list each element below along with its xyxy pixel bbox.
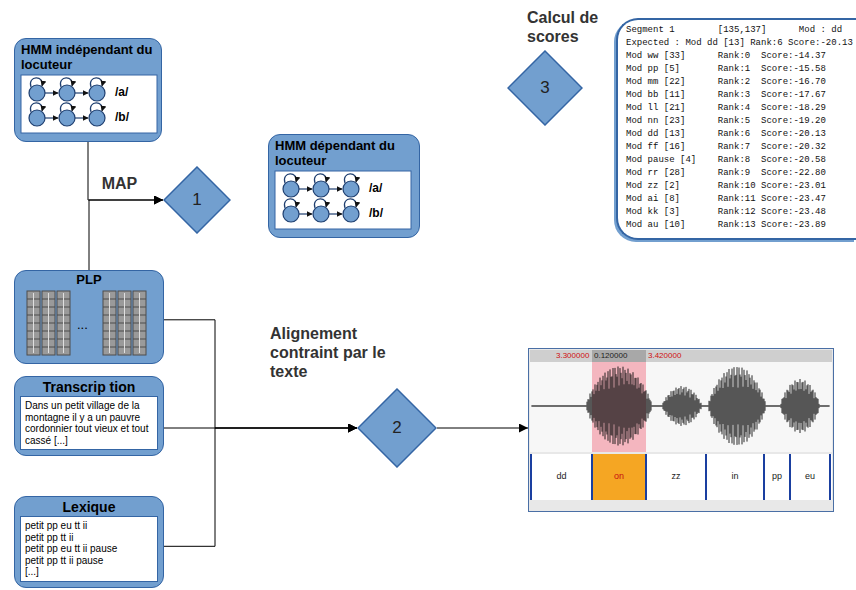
input-box: Lexiquepetit pp eu tt iipetit pp tt iipe… — [14, 496, 164, 588]
step-number: 1 — [192, 190, 201, 210]
model-box: HMM indépendant du locuteur/a/ /b/ — [14, 38, 162, 142]
step-diamond: Alignement contraint par le texte2 — [357, 388, 437, 468]
step-heading: Calcul de scores — [527, 8, 619, 46]
score-row: Mod mm [22] Rank:2 Score:-16.70 — [626, 76, 854, 89]
body-text: petit pp eu tt ii — [25, 520, 153, 532]
segment-label: on — [592, 471, 646, 482]
alignment-view: 3.300000 0.120000 3.420000 ddonzzinppeu — [528, 348, 834, 512]
body-text: Dans un petit village de la montagne il … — [25, 400, 153, 446]
score-row: Mod au [10] Rank:13 Score:-23.89 — [626, 219, 854, 232]
score-row: Mod dd [13] Rank:6 Score:-20.13 — [626, 128, 854, 141]
connector — [437, 428, 528, 429]
segment-label: pp — [764, 471, 790, 482]
time-label: 0.120000 — [594, 351, 627, 361]
body-text: petit pp tt ii pause — [25, 555, 153, 567]
score-row: Expected : Mod dd [13] Rank:6 Score:-20.… — [626, 37, 854, 50]
box-heading: Lexique — [20, 499, 158, 516]
phone-label: /a/ — [115, 85, 128, 99]
segment-label: zz — [646, 471, 706, 482]
model-box: HMM dépendant du locuteur/a/ /b/ — [268, 134, 420, 238]
box-heading: PLP — [15, 271, 163, 287]
segment-label: eu — [790, 471, 830, 482]
step-number: 2 — [392, 418, 401, 438]
score-row: Mod ai [8] Rank:11 Score:-23.47 — [626, 193, 854, 206]
phone-label: /b/ — [369, 206, 383, 220]
step-number: 3 — [540, 78, 549, 98]
score-row: Segment 1 [135,137] Mod : dd — [626, 24, 854, 37]
box-heading: HMM indépendant du locuteur — [15, 39, 161, 72]
box-heading: HMM dépendant du locuteur — [269, 135, 419, 168]
ellipsis-label: ... — [77, 317, 88, 332]
score-row: Mod rr [28] Rank:9 Score:-22.80 — [626, 167, 854, 180]
phone-label: /a/ — [369, 181, 382, 195]
body-text: [...] — [25, 566, 153, 578]
box-heading: Transcrip tion — [20, 379, 158, 396]
score-row: Mod ww [33] Rank:0 Score:-14.37 — [626, 50, 854, 63]
step-diamond: Calcul de scores3 — [507, 50, 583, 126]
waveform-view — [528, 348, 834, 512]
connector — [164, 428, 357, 546]
connector — [89, 200, 163, 270]
text-panel: petit pp eu tt iipetit pp tt iipetit pp … — [20, 516, 158, 582]
feature-box: PLP... — [14, 270, 164, 364]
score-row: Mod nn [23] Rank:5 Score:-19.20 — [626, 115, 854, 128]
time-label: 3.300000 — [556, 351, 589, 361]
connector — [88, 142, 163, 200]
segment-label: in — [706, 471, 764, 482]
text-panel: Dans un petit village de la montagne il … — [20, 396, 158, 450]
score-row: Mod bb [11] Rank:3 Score:-17.67 — [626, 89, 854, 102]
score-table: Segment 1 [135,137] Mod : ddExpected : M… — [616, 18, 856, 240]
edge-label: MAP — [100, 174, 140, 193]
body-text: petit pp tt ii — [25, 532, 153, 544]
time-label: 3.420000 — [648, 351, 681, 361]
score-row: Mod pp [5] Rank:1 Score:-15.58 — [626, 63, 854, 76]
score-row: Mod kk [3] Rank:12 Score:-23.48 — [626, 206, 854, 219]
body-text: petit pp eu tt ii pause — [25, 543, 153, 555]
score-row: Mod ll [21] Rank:4 Score:-18.29 — [626, 102, 854, 115]
step-heading: Alignement contraint par le texte — [270, 324, 402, 381]
phone-label: /b/ — [115, 110, 129, 124]
score-row: Mod pause [4] Rank:8 Score:-20.58 — [626, 154, 854, 167]
score-row: Mod zz [2] Rank:10 Score:-23.01 — [626, 180, 854, 193]
input-box: Transcrip tionDans un petit village de l… — [14, 376, 164, 456]
score-row: Mod ff [16] Rank:7 Score:-20.32 — [626, 141, 854, 154]
segment-label: dd — [531, 471, 592, 482]
step-diamond: 1 — [163, 166, 231, 234]
